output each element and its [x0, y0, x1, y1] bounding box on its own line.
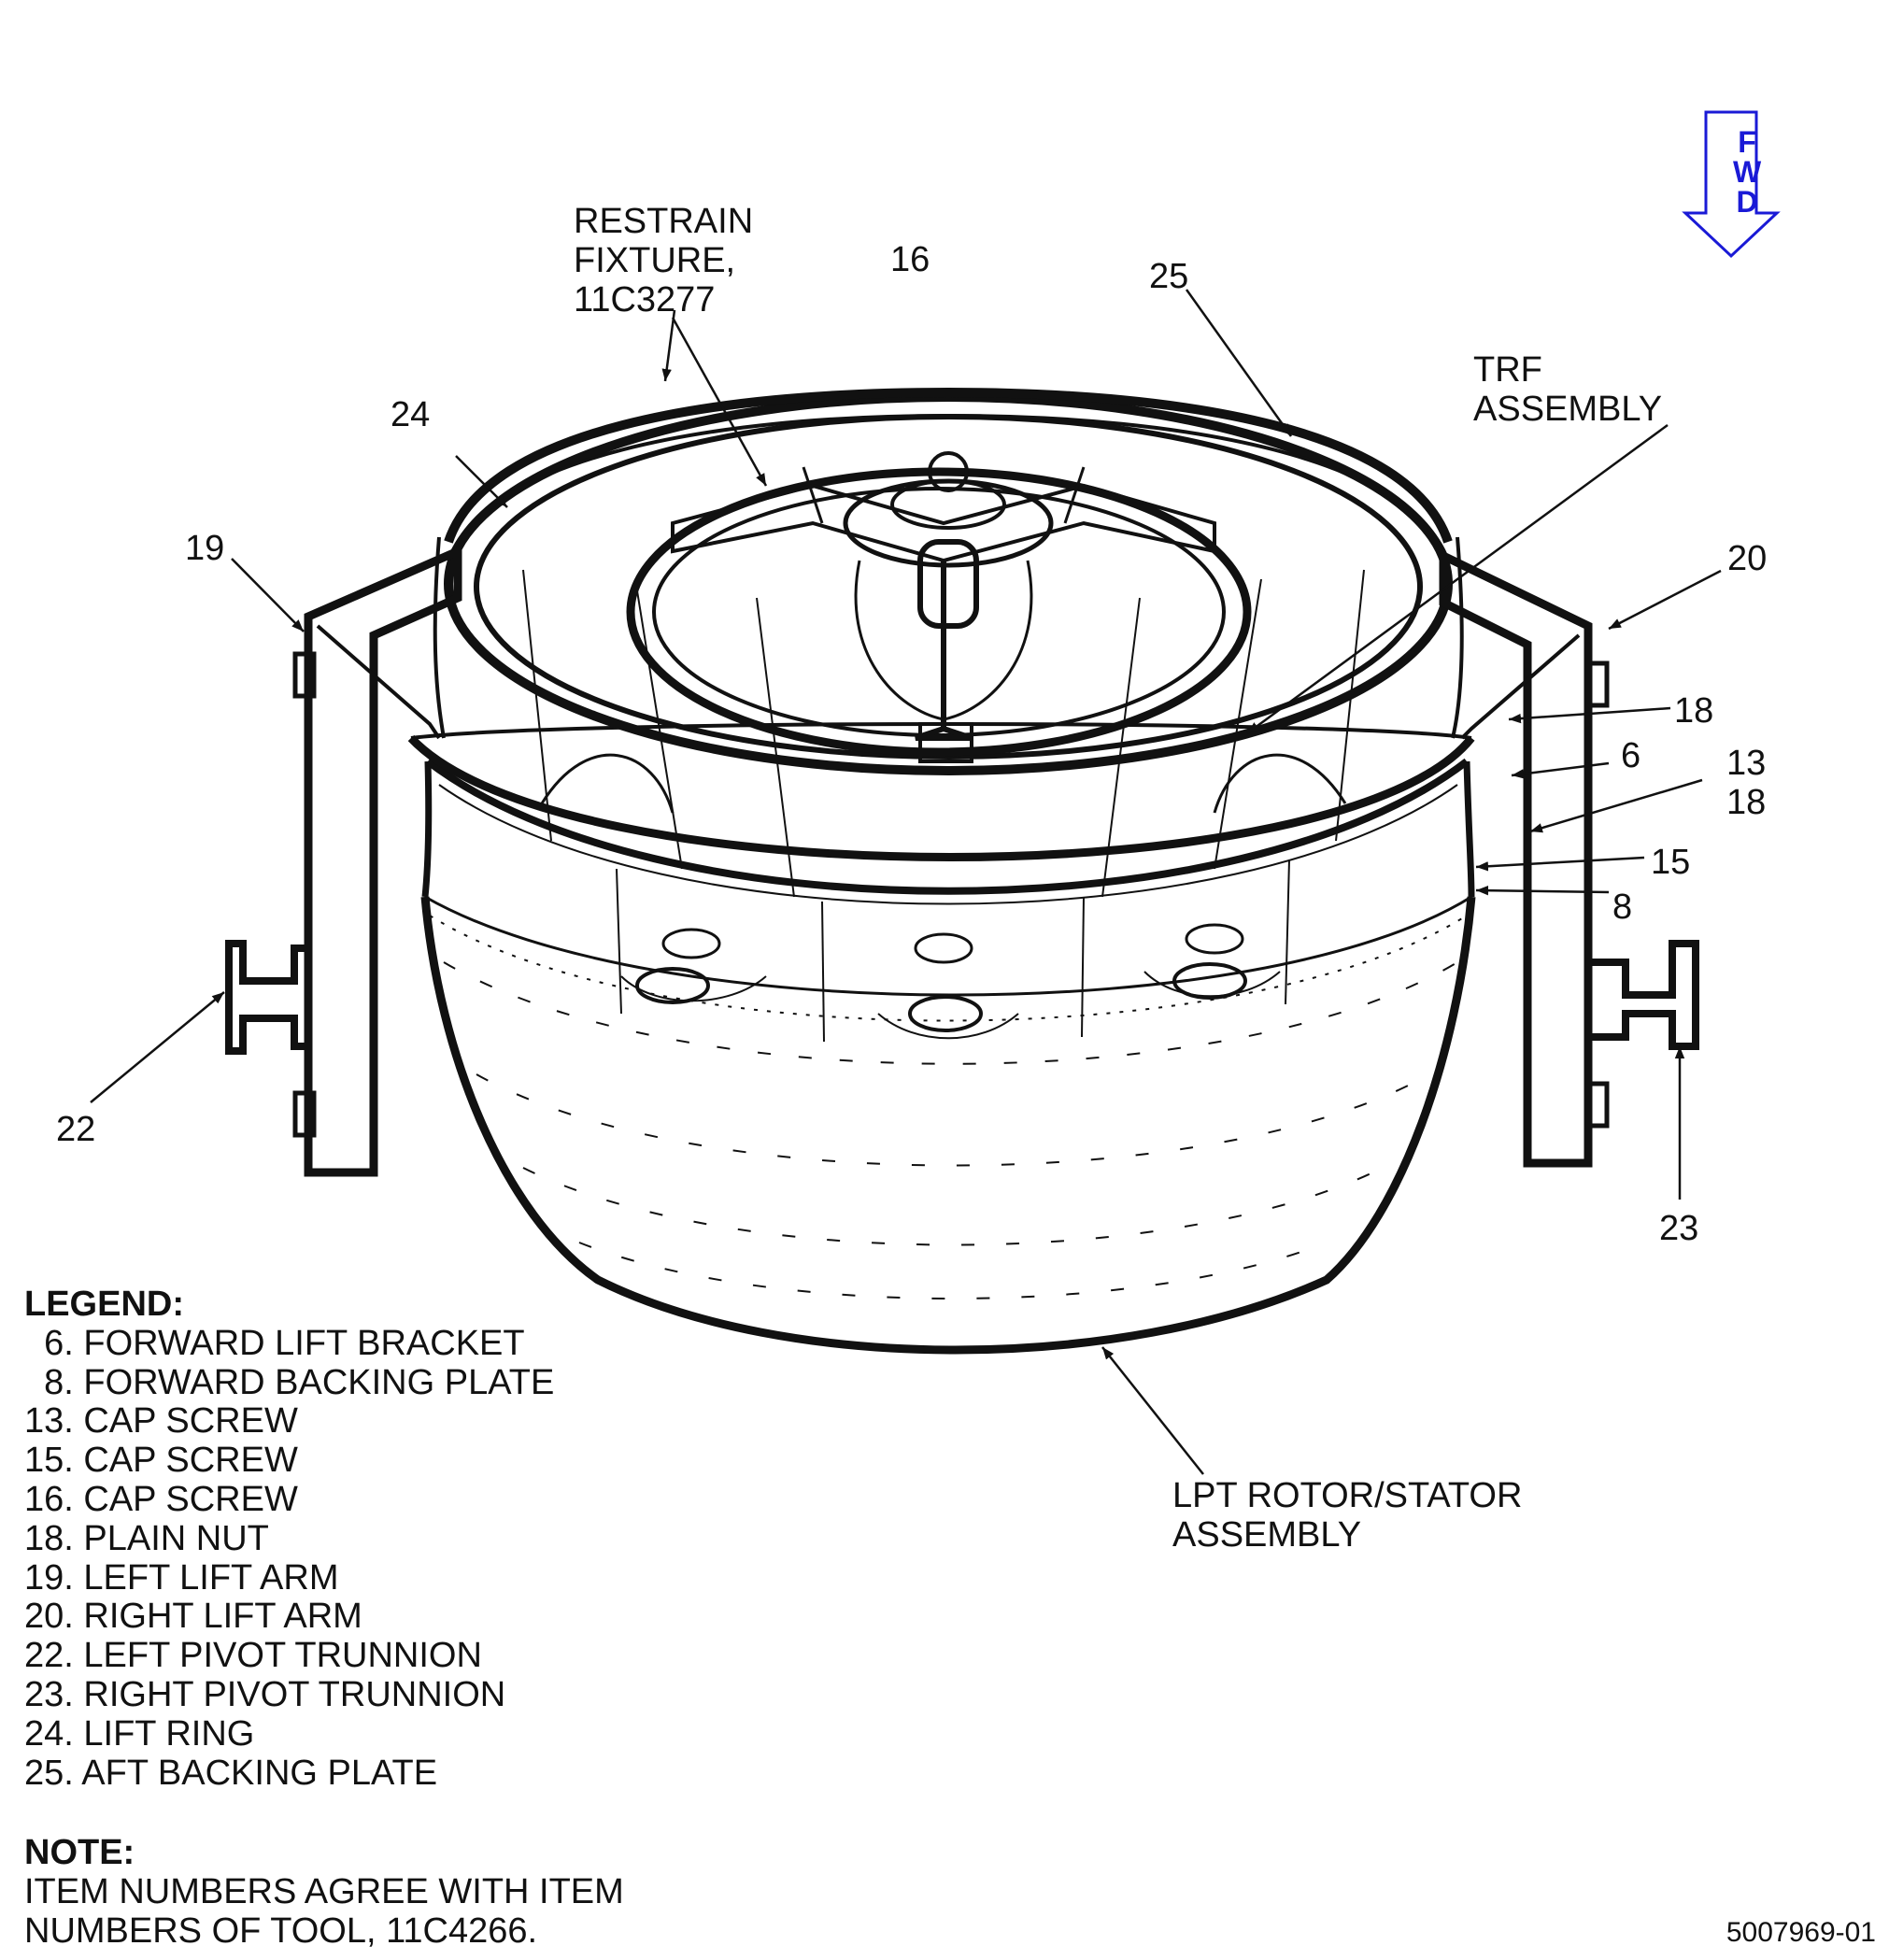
callout-22: 22: [56, 1110, 96, 1149]
callout-20: 20: [1727, 539, 1768, 578]
legend-item: 24. LIFT RING: [24, 1713, 255, 1754]
legend-item: 16. CAP SCREW: [24, 1479, 298, 1519]
legend: LEGEND: 6. FORWARD LIFT BRACKET 8. FORWA…: [24, 1285, 554, 1793]
callout-19: 19: [185, 529, 225, 568]
lpt-drum: [420, 895, 1476, 1355]
legend-item: 19. LEFT LIFT ARM: [24, 1557, 339, 1598]
drawing-number: 5007969-01: [1726, 1917, 1876, 1948]
label-lpt-assembly: LPT ROTOR/STATOR ASSEMBLY: [1172, 1476, 1523, 1555]
legend-item: 15. CAP SCREW: [24, 1441, 298, 1481]
legend-item: 6. FORWARD LIFT BRACKET: [24, 1323, 525, 1363]
callout-23: 23: [1659, 1209, 1699, 1248]
note: NOTE: ITEM NUMBERS AGREE WITH ITEM NUMBE…: [24, 1833, 624, 1951]
fwd-letter-w: W: [1733, 155, 1762, 189]
callout-13: 13: [1726, 744, 1767, 783]
callout-24: 24: [391, 395, 431, 434]
note-title: NOTE:: [24, 1833, 135, 1872]
legend-title: LEGEND:: [24, 1285, 184, 1324]
left-lift-arm: [225, 545, 462, 1177]
fwd-arrow-icon: [1682, 110, 1781, 259]
right-lift-arm: [1439, 548, 1699, 1168]
legend-item: 20. RIGHT LIFT ARM: [24, 1597, 362, 1637]
legend-item: 18. PLAIN NUT: [24, 1518, 269, 1558]
leader-lines: [90, 289, 1722, 1475]
callout-8: 8: [1612, 888, 1633, 927]
legend-item: 25. AFT BACKING PLATE: [24, 1753, 438, 1793]
legend-item: 8. FORWARD BACKING PLATE: [24, 1362, 555, 1402]
fwd-letter-d: D: [1736, 185, 1758, 219]
label-trf-assembly: TRF ASSEMBLY: [1473, 350, 1663, 429]
stator-casing-band: [421, 758, 1475, 1043]
callout-18-upper: 18: [1674, 691, 1714, 731]
callout-16: 16: [890, 240, 930, 279]
callout-15: 15: [1651, 843, 1691, 882]
legend-item: 13. CAP SCREW: [24, 1401, 298, 1442]
callout-6: 6: [1621, 736, 1641, 775]
label-restrain-fixture: RESTRAIN FIXTURE, 11C3277: [574, 202, 754, 320]
lift-ring: [444, 387, 1453, 775]
callout-25: 25: [1149, 257, 1189, 296]
callout-18-lower: 18: [1726, 783, 1767, 822]
legend-item: 22. LEFT PIVOT TRUNNION: [24, 1636, 482, 1676]
fwd-letter-f: F: [1738, 125, 1756, 159]
note-text: ITEM NUMBERS AGREE WITH ITEM NUMBERS OF …: [24, 1872, 624, 1951]
legend-item: 23. RIGHT PIVOT TRUNNION: [24, 1674, 506, 1714]
restrain-fixture: [626, 451, 1252, 763]
